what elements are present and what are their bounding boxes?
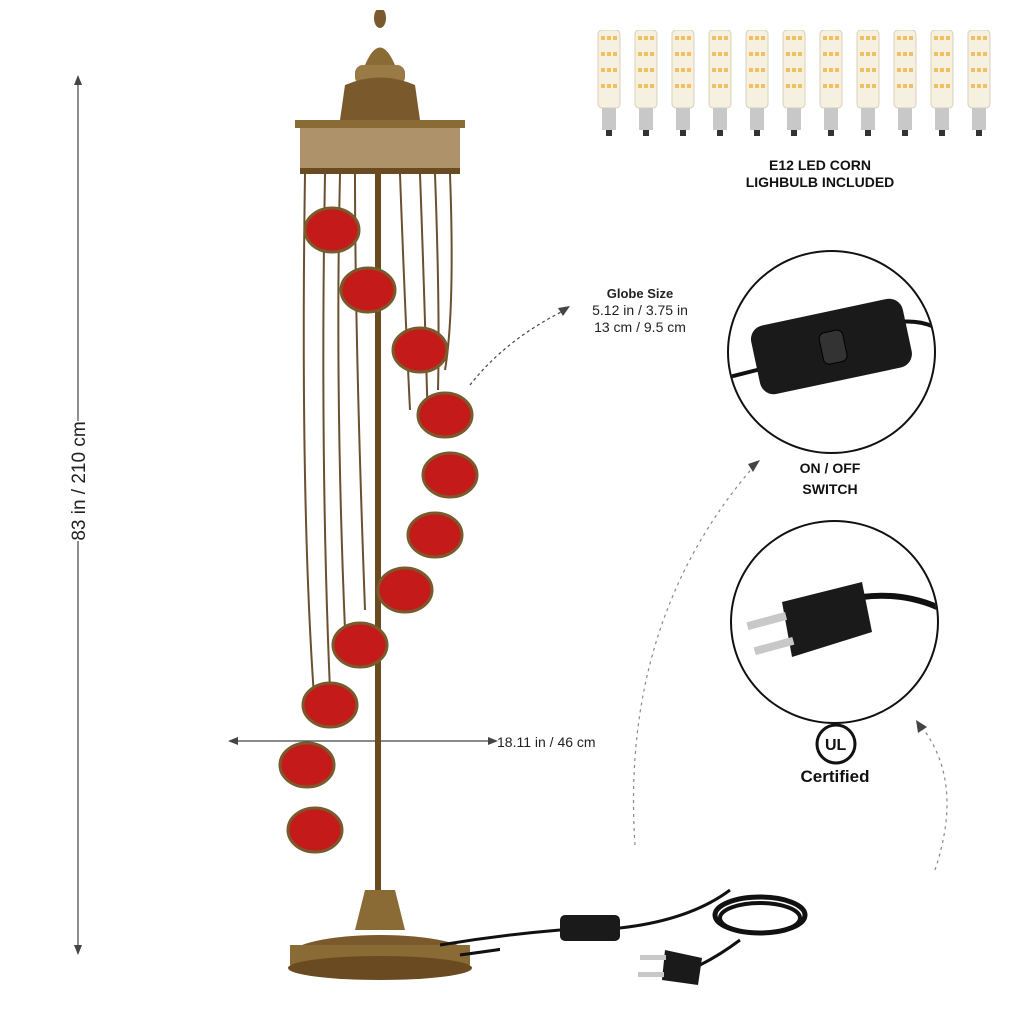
- bulb-row: [596, 29, 1016, 145]
- led-corn-bulb-icon: [597, 29, 991, 137]
- width-label: 18.11 in / 46 cm: [497, 734, 596, 750]
- ul-logo-text: UL: [825, 737, 847, 754]
- lamp-image: [278, 10, 500, 980]
- switch-caption: ON / OFF SWITCH: [770, 458, 890, 500]
- globe-size-cm: 13 cm / 9.5 cm: [594, 319, 686, 335]
- switch-detail-circle: [727, 250, 936, 454]
- power-cord-image: [440, 888, 808, 985]
- dashed-arrows-icon: [632, 460, 948, 870]
- globe-size-inches: 5.12 in / 3.75 in: [592, 302, 688, 318]
- width-arrow-icon: [228, 737, 498, 745]
- height-label: 83 in / 210 cm: [69, 421, 91, 541]
- switch-caption-line2: SWITCH: [802, 481, 858, 497]
- switch-caption-line1: ON / OFF: [799, 460, 861, 476]
- bulb-caption: E12 LED CORN LIGHBULB INCLUDED: [740, 157, 900, 191]
- plug-icon: [746, 582, 937, 657]
- bulb-caption-line1: E12 LED CORN: [769, 157, 871, 173]
- bulb-caption-line2: LIGHBULB INCLUDED: [745, 174, 895, 190]
- globe-size-title: Globe Size: [606, 286, 674, 301]
- globe-size-callout: Globe Size 5.12 in / 3.75 in 13 cm / 9.5…: [565, 285, 715, 336]
- inline-switch-icon: [729, 298, 934, 395]
- certified-label: Certified: [800, 767, 870, 786]
- globe-arrow-icon: [469, 306, 570, 386]
- plug-detail-circle: [730, 520, 939, 724]
- ul-logo-icon: UL: [815, 723, 857, 765]
